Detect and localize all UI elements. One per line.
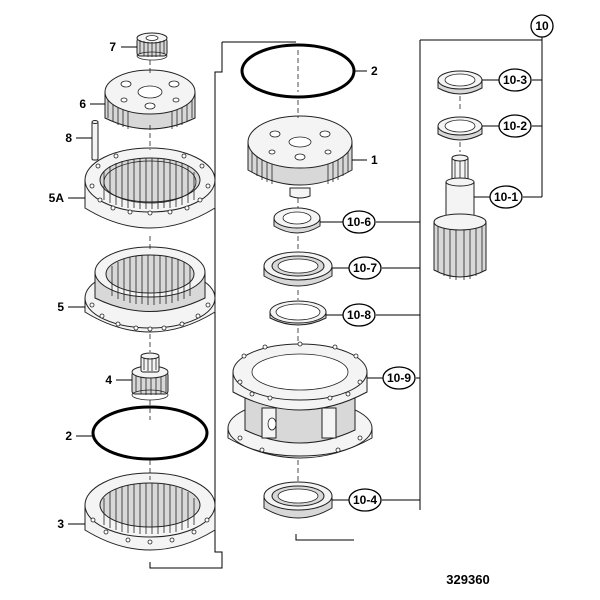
label-5a: 5A xyxy=(49,191,65,205)
bearing-10-2 xyxy=(437,116,483,141)
label-10-1: 10-1 xyxy=(494,190,518,204)
carrier-1 xyxy=(247,115,353,199)
bearing-10-7 xyxy=(263,251,333,287)
label-2-right: 2 xyxy=(371,64,378,78)
pinion-gear-7 xyxy=(136,32,168,61)
seal-10-8 xyxy=(269,300,327,326)
callout-circles xyxy=(342,14,554,512)
part-labels: 7 6 8 5A 5 4 2 3 2 1 10-6 10-7 10-8 10-9… xyxy=(49,19,549,531)
label-6: 6 xyxy=(79,97,86,111)
o-ring-2-left xyxy=(91,405,209,461)
ring-gear-5a xyxy=(84,147,216,229)
label-10-4: 10-4 xyxy=(353,493,377,507)
reference-number: 329360 xyxy=(446,572,489,587)
label-4: 4 xyxy=(105,373,112,387)
seal-10-3 xyxy=(437,70,483,95)
ring-gear-5 xyxy=(84,246,216,333)
bearing-10-4 xyxy=(263,481,333,519)
bearing-10-6 xyxy=(273,207,321,234)
label-10-8: 10-8 xyxy=(347,308,371,322)
label-1: 1 xyxy=(371,153,378,167)
label-3: 3 xyxy=(57,517,64,531)
planet-carrier-6 xyxy=(104,69,196,130)
label-8: 8 xyxy=(65,131,72,145)
label-10-9: 10-9 xyxy=(387,371,411,385)
o-ring-2-right xyxy=(240,43,356,99)
output-shaft-10-1 xyxy=(433,154,487,280)
leader-lines xyxy=(68,37,543,525)
label-10-7: 10-7 xyxy=(353,261,377,275)
label-10-6: 10-6 xyxy=(347,215,371,229)
sun-gear-4 xyxy=(131,352,169,401)
label-7: 7 xyxy=(109,40,116,54)
label-5: 5 xyxy=(57,300,64,314)
label-10-2: 10-2 xyxy=(503,119,527,133)
label-2-left: 2 xyxy=(65,429,72,443)
housing-10-9 xyxy=(227,341,373,459)
label-10-3: 10-3 xyxy=(503,73,527,87)
label-10: 10 xyxy=(535,19,549,33)
ring-gear-3 xyxy=(84,472,216,551)
group-brackets xyxy=(149,39,542,569)
pin-8 xyxy=(91,120,99,161)
